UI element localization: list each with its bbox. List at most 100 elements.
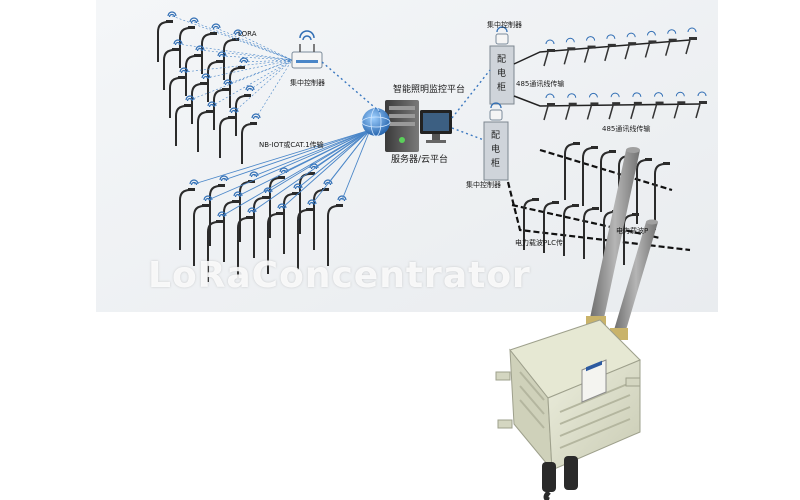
- lora-link-line: [193, 21, 293, 61]
- signal-icon: [626, 32, 636, 38]
- signal-icon: [667, 29, 677, 34]
- lora-link-line: [199, 49, 293, 61]
- streetlight-icon: [582, 146, 598, 206]
- streetlight-icon: [673, 91, 686, 119]
- cabinet-top-char-3: 柜: [497, 83, 507, 93]
- plc-dashed-line: [506, 181, 691, 252]
- streetlight-icon: [201, 23, 221, 74]
- signal-icon: [167, 11, 177, 17]
- signal-icon: [203, 195, 213, 201]
- streetlight-icon: [636, 158, 652, 224]
- streetlight-icon: [169, 67, 189, 118]
- nbiot-link-line: [193, 129, 371, 185]
- signal-icon: [545, 39, 555, 45]
- streetlight-icon: [157, 11, 177, 62]
- cabinet-top-char-1: 配: [497, 55, 507, 65]
- backbone-link: [451, 127, 485, 141]
- label-485-a: 485通讯线传输: [516, 80, 565, 88]
- streetlight-icon: [179, 17, 199, 68]
- signal-icon: [247, 207, 257, 213]
- lora-streetlight-cluster: [157, 11, 261, 164]
- monitor-icon: [420, 110, 452, 143]
- cabinet-bottom-char-1: 配: [491, 131, 501, 141]
- plc-dashed-line: [539, 148, 673, 192]
- streetlight-icon: [623, 213, 639, 265]
- lora-link-line: [255, 59, 293, 119]
- label-power-carrier-b: 电力载波PLC传: [515, 239, 564, 247]
- signal-icon: [687, 27, 697, 33]
- concentrator-router-icon: [291, 30, 323, 69]
- streetlight-icon: [564, 93, 577, 120]
- signal-icon: [217, 211, 227, 217]
- streetlight-icon: [523, 198, 539, 250]
- signal-icon: [307, 199, 317, 205]
- lora-link-line: [205, 59, 293, 79]
- signal-icon: [173, 39, 183, 45]
- signal-icon: [185, 95, 195, 101]
- nbiot-link-line: [281, 129, 371, 209]
- backbone-link: [451, 69, 491, 119]
- streetlight-icon: [207, 51, 227, 102]
- signal-icon: [189, 17, 199, 23]
- streetlight-icon: [564, 142, 580, 200]
- streetlight-icon: [685, 27, 697, 55]
- signal-icon: [565, 37, 575, 43]
- streetlight-icon: [563, 204, 579, 256]
- signal-icon: [245, 85, 255, 91]
- nbiot-link-line: [253, 129, 371, 177]
- label-concentrator-right-top: 集中控制器: [487, 21, 522, 29]
- signal-icon: [654, 92, 664, 97]
- rs485-line: [513, 95, 701, 107]
- label-server-cloud: 服务器/云平台: [391, 155, 449, 165]
- signal-icon: [323, 179, 333, 185]
- streetlight-icon: [624, 32, 637, 60]
- label-power-carrier-a: 电力载波P: [616, 227, 649, 235]
- streetlight-icon: [543, 93, 555, 121]
- nbiot-wireless-links: [193, 129, 371, 217]
- nbiot-link-line: [223, 129, 371, 181]
- streetlight-icon: [327, 195, 347, 266]
- signal-icon: [233, 191, 243, 197]
- rs485-line: [513, 39, 691, 65]
- signal-icon: [277, 203, 287, 209]
- signal-icon: [567, 93, 577, 98]
- streetlight-icon: [664, 29, 677, 56]
- streetlight-icon: [608, 92, 621, 120]
- nbiot-streetlight-cluster: [179, 163, 347, 282]
- streetlight-icon: [583, 36, 596, 63]
- streetlight-icon: [163, 39, 183, 90]
- distribution-cabinet-bottom: [483, 102, 509, 181]
- streetlight-icon: [586, 92, 599, 120]
- cabinet-bottom-char-2: 电: [491, 145, 501, 155]
- nbiot-link-line: [297, 129, 371, 189]
- signal-icon: [606, 34, 616, 39]
- streetlight-icon: [563, 37, 576, 65]
- signal-icon: [239, 57, 249, 63]
- streetlight-icon: [219, 107, 239, 158]
- label-concentrator-right-bottom: 集中控制器: [466, 181, 501, 189]
- label-nbiot-transmission: NB-IOT或CAT.1传输: [259, 141, 324, 149]
- streetlight-icon: [223, 29, 243, 80]
- signal-icon: [697, 91, 707, 97]
- signal-icon: [632, 92, 642, 97]
- backbone-links: [321, 61, 491, 141]
- streetlight-icon: [185, 45, 205, 96]
- lora-link-line: [215, 27, 293, 61]
- distribution-cabinet-top: [489, 26, 515, 105]
- streetlight-icon: [235, 85, 255, 136]
- streetlight-icon: [543, 39, 555, 67]
- label-lora: LORA: [238, 30, 257, 38]
- streetlight-icon: [175, 95, 195, 146]
- streetlight-icon: [267, 203, 287, 274]
- nbiot-link-line: [341, 129, 371, 201]
- signal-icon: [545, 93, 555, 99]
- lora-link-line: [237, 33, 293, 61]
- signal-icon: [179, 67, 189, 73]
- streetlight-icon: [191, 73, 211, 124]
- streetlight-icon: [197, 101, 217, 152]
- lora-link-line: [177, 43, 293, 61]
- signal-icon: [251, 113, 261, 119]
- streetlight-icon: [644, 30, 657, 58]
- streetlight-icon: [241, 113, 261, 164]
